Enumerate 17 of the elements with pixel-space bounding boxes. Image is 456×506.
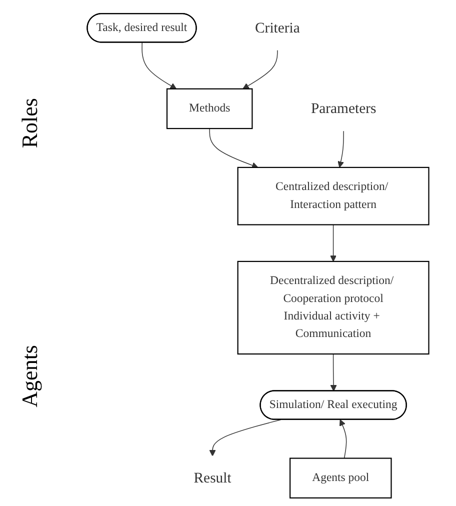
node-box: Agents pool bbox=[290, 458, 392, 498]
node-text: Parameters bbox=[310, 100, 376, 117]
node-box: Methods bbox=[166, 88, 253, 130]
bracket-label: Roles bbox=[17, 98, 43, 148]
arrow bbox=[209, 128, 258, 168]
arrow bbox=[242, 50, 278, 90]
node-text: Criteria bbox=[255, 20, 300, 36]
node-box: Centralized description/ Interaction pattern bbox=[237, 166, 430, 226]
node-text: Result bbox=[194, 470, 232, 486]
arrow bbox=[142, 42, 177, 90]
bracket-label: Agents bbox=[17, 345, 43, 408]
node-box: Decentralized description/ Cooperation protocol Individual activity + Communication bbox=[237, 260, 430, 355]
arrow bbox=[209, 419, 282, 456]
arrow bbox=[339, 419, 347, 459]
arrow bbox=[338, 130, 344, 168]
arrow bbox=[330, 224, 337, 262]
arrow bbox=[330, 354, 337, 392]
